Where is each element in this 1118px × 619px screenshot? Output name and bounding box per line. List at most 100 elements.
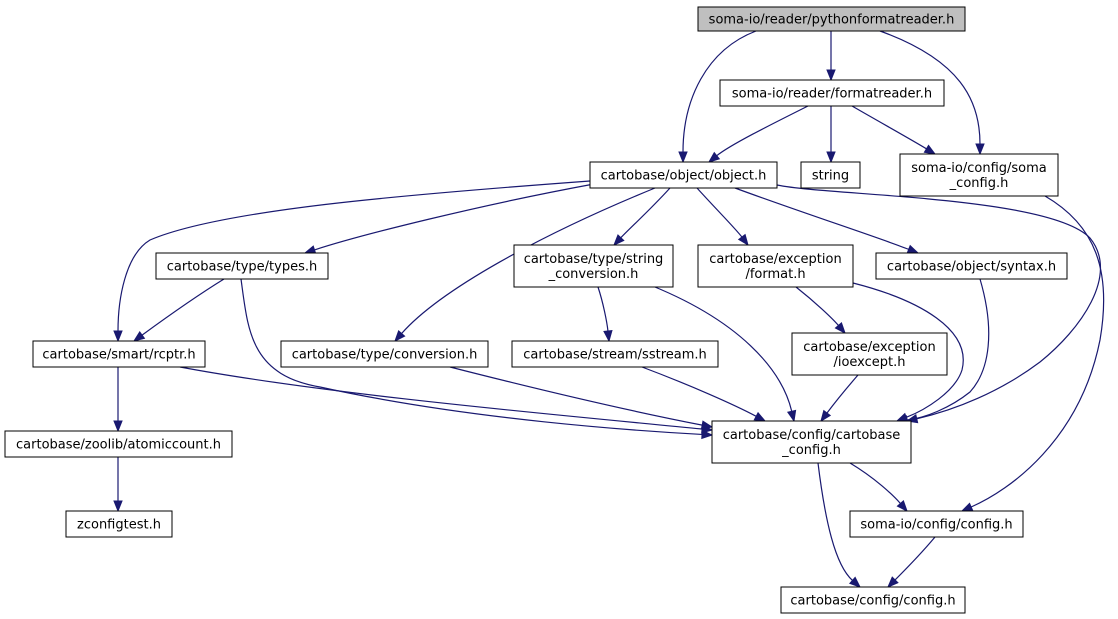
node-label: /ioexcept.h — [833, 355, 905, 370]
edge-object-to-format — [696, 187, 749, 247]
arrowhead — [887, 576, 899, 588]
edge-line — [906, 278, 990, 421]
edge-line — [314, 183, 595, 251]
edge-line — [401, 187, 656, 334]
node-formatreader[interactable]: soma-io/reader/formatreader.h — [719, 79, 945, 107]
node-label: cartobase/exception — [709, 252, 841, 267]
edge-line — [851, 105, 927, 150]
node-label: _conversion.h — [548, 267, 639, 282]
edge-line — [141, 278, 225, 336]
arrowhead — [613, 234, 625, 246]
arrowhead — [834, 321, 846, 335]
arrowhead — [603, 330, 613, 343]
node-label: soma-io/reader/formatreader.h — [732, 87, 932, 102]
arrowhead — [786, 409, 797, 423]
node-soma_config[interactable]: soma-io/config/soma_config.h — [899, 153, 1059, 197]
node-string_conversion[interactable]: cartobase/type/string_conversion.h — [513, 244, 674, 288]
edge-somaio_config-to-cartobase_config_config — [887, 536, 936, 588]
edge-conversion-to-cartobase_config — [449, 366, 714, 430]
node-box — [65, 510, 173, 538]
edge-pythonformatreader-to-formatreader — [826, 31, 836, 82]
edge-line — [117, 180, 591, 332]
node-ioexcept[interactable]: cartobase/exception/ioexcept.h — [791, 332, 948, 376]
edge-formatreader-to-string — [826, 106, 836, 164]
arrowhead — [707, 151, 721, 163]
edge-types-to-rcptr — [132, 278, 225, 342]
node-sstream[interactable]: cartobase/stream/sstream.h — [511, 340, 719, 368]
edges-layer — [113, 30, 1105, 588]
arrowhead — [753, 411, 767, 422]
node-box — [719, 79, 945, 107]
node-object[interactable]: cartobase/object/object.h — [589, 161, 778, 189]
node-box — [513, 244, 674, 288]
edge-line — [817, 462, 853, 581]
arrowhead — [848, 576, 862, 588]
node-label: _config.h — [949, 176, 1009, 191]
node-box — [589, 161, 778, 189]
arrowhead — [906, 244, 920, 254]
node-label: cartobase/type/conversion.h — [292, 348, 478, 363]
node-label: soma-io/reader/pythonformatreader.h — [709, 13, 955, 28]
node-somaio_config[interactable]: soma-io/config/config.h — [849, 510, 1024, 538]
edge-line — [179, 366, 703, 430]
arrowhead — [820, 409, 832, 423]
edge-line — [641, 366, 757, 417]
edge-cartobase_config-to-cartobase_config_config — [817, 462, 862, 588]
node-cartobase_config_config[interactable]: cartobase/config/config.h — [780, 586, 966, 614]
edge-line — [240, 278, 703, 436]
node-pythonformatreader[interactable]: soma-io/reader/pythonformatreader.h — [697, 6, 966, 32]
arrowhead — [132, 330, 146, 342]
node-box — [697, 244, 854, 288]
arrowhead — [826, 69, 836, 82]
node-label: cartobase/smart/rcptr.h — [42, 348, 195, 363]
arrowhead — [113, 500, 123, 513]
edge-format-to-ioexcept — [795, 286, 846, 335]
node-label: soma-io/config/config.h — [860, 518, 1012, 533]
node-label: cartobase/object/syntax.h — [887, 260, 1056, 275]
edge-line — [795, 286, 839, 326]
edge-line — [449, 366, 703, 426]
edge-formatreader-to-object — [707, 105, 809, 163]
node-rcptr[interactable]: cartobase/smart/rcptr.h — [32, 340, 206, 368]
edge-line — [879, 30, 981, 145]
edge-object-to-rcptr — [113, 180, 591, 343]
node-syntax[interactable]: cartobase/object/syntax.h — [875, 252, 1068, 280]
arrowhead — [113, 330, 123, 343]
edge-line — [620, 187, 671, 239]
node-label: cartobase/object/object.h — [601, 169, 767, 184]
edge-cartobase_config-to-somaio_config — [849, 462, 908, 513]
edge-line — [894, 536, 936, 581]
node-atomiccount[interactable]: cartobase/zoolib/atomiccount.h — [4, 430, 233, 458]
edge-line — [970, 195, 1105, 508]
arrowhead — [737, 233, 749, 247]
edge-object-to-cartobase_config — [776, 184, 1102, 424]
node-conversion[interactable]: cartobase/type/conversion.h — [280, 340, 489, 368]
node-label: string — [812, 169, 849, 184]
edge-line — [734, 187, 909, 250]
node-label: soma-io/config/soma — [911, 161, 1047, 176]
edge-line — [849, 462, 901, 504]
edge-object-to-conversion — [394, 187, 656, 343]
node-string[interactable]: string — [800, 161, 861, 189]
edge-line — [852, 282, 964, 418]
edge-rcptr-to-cartobase_config — [179, 366, 714, 434]
edge-sstream-to-cartobase_config — [641, 366, 767, 422]
edge-line — [597, 286, 609, 332]
edge-object-to-types — [303, 183, 595, 255]
arrowhead — [826, 151, 836, 164]
nodes-layer: soma-io/reader/pythonformatreader.h soma-… — [4, 6, 1068, 614]
node-format[interactable]: cartobase/exception/format.h — [697, 244, 854, 288]
edge-object-to-syntax — [734, 187, 920, 254]
node-cartobase_config[interactable]: cartobase/config/cartobase_config.h — [711, 420, 912, 464]
edge-formatreader-to-soma_config — [851, 105, 937, 155]
arrowhead — [394, 329, 406, 343]
node-box — [780, 586, 966, 614]
node-zconfigtest[interactable]: zconfigtest.h — [65, 510, 173, 538]
edge-object-to-string_conversion — [613, 187, 671, 246]
node-box — [791, 332, 948, 376]
node-types[interactable]: cartobase/type/types.h — [155, 252, 329, 280]
node-box — [511, 340, 719, 368]
edge-line — [644, 282, 793, 412]
edge-line — [716, 105, 809, 157]
